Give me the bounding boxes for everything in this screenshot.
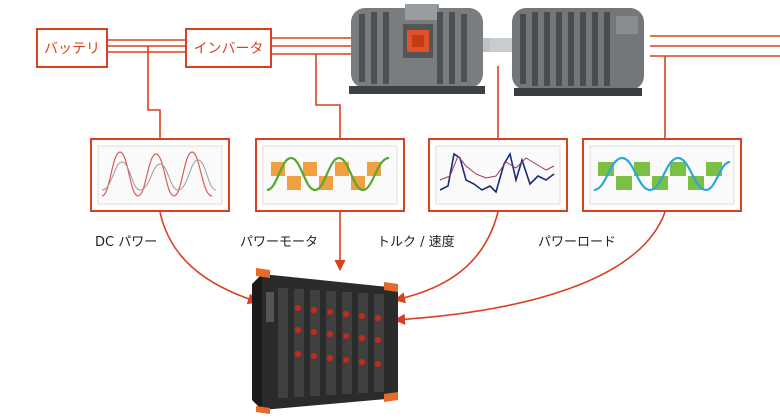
battery-block: バッテリ bbox=[36, 28, 108, 68]
inverter-label: インバータ bbox=[193, 41, 264, 57]
power-load-caption: パワーロード bbox=[538, 235, 617, 250]
power-motor-caption: パワーモータ bbox=[240, 235, 319, 250]
inverter-block: インバータ bbox=[185, 28, 272, 68]
motor-power-waveform bbox=[255, 138, 405, 212]
load-power-waveform bbox=[582, 138, 742, 212]
dc-power-waveform bbox=[90, 138, 230, 212]
torque-speed-caption: トルク / 速度 bbox=[377, 235, 455, 250]
electric-motor-icon bbox=[349, 4, 495, 94]
data-acquisition-device-icon bbox=[252, 268, 398, 414]
arrow-load bbox=[393, 211, 666, 325]
dc-power-caption: DC パワー bbox=[95, 235, 158, 250]
load-motor-icon bbox=[490, 8, 644, 96]
arrow-dc bbox=[159, 211, 260, 305]
tap-motor bbox=[315, 54, 341, 138]
battery-label: バッテリ bbox=[44, 41, 100, 57]
torque-speed-waveform bbox=[428, 138, 568, 212]
tap-dc bbox=[147, 46, 161, 138]
arrow-torque bbox=[393, 211, 499, 304]
